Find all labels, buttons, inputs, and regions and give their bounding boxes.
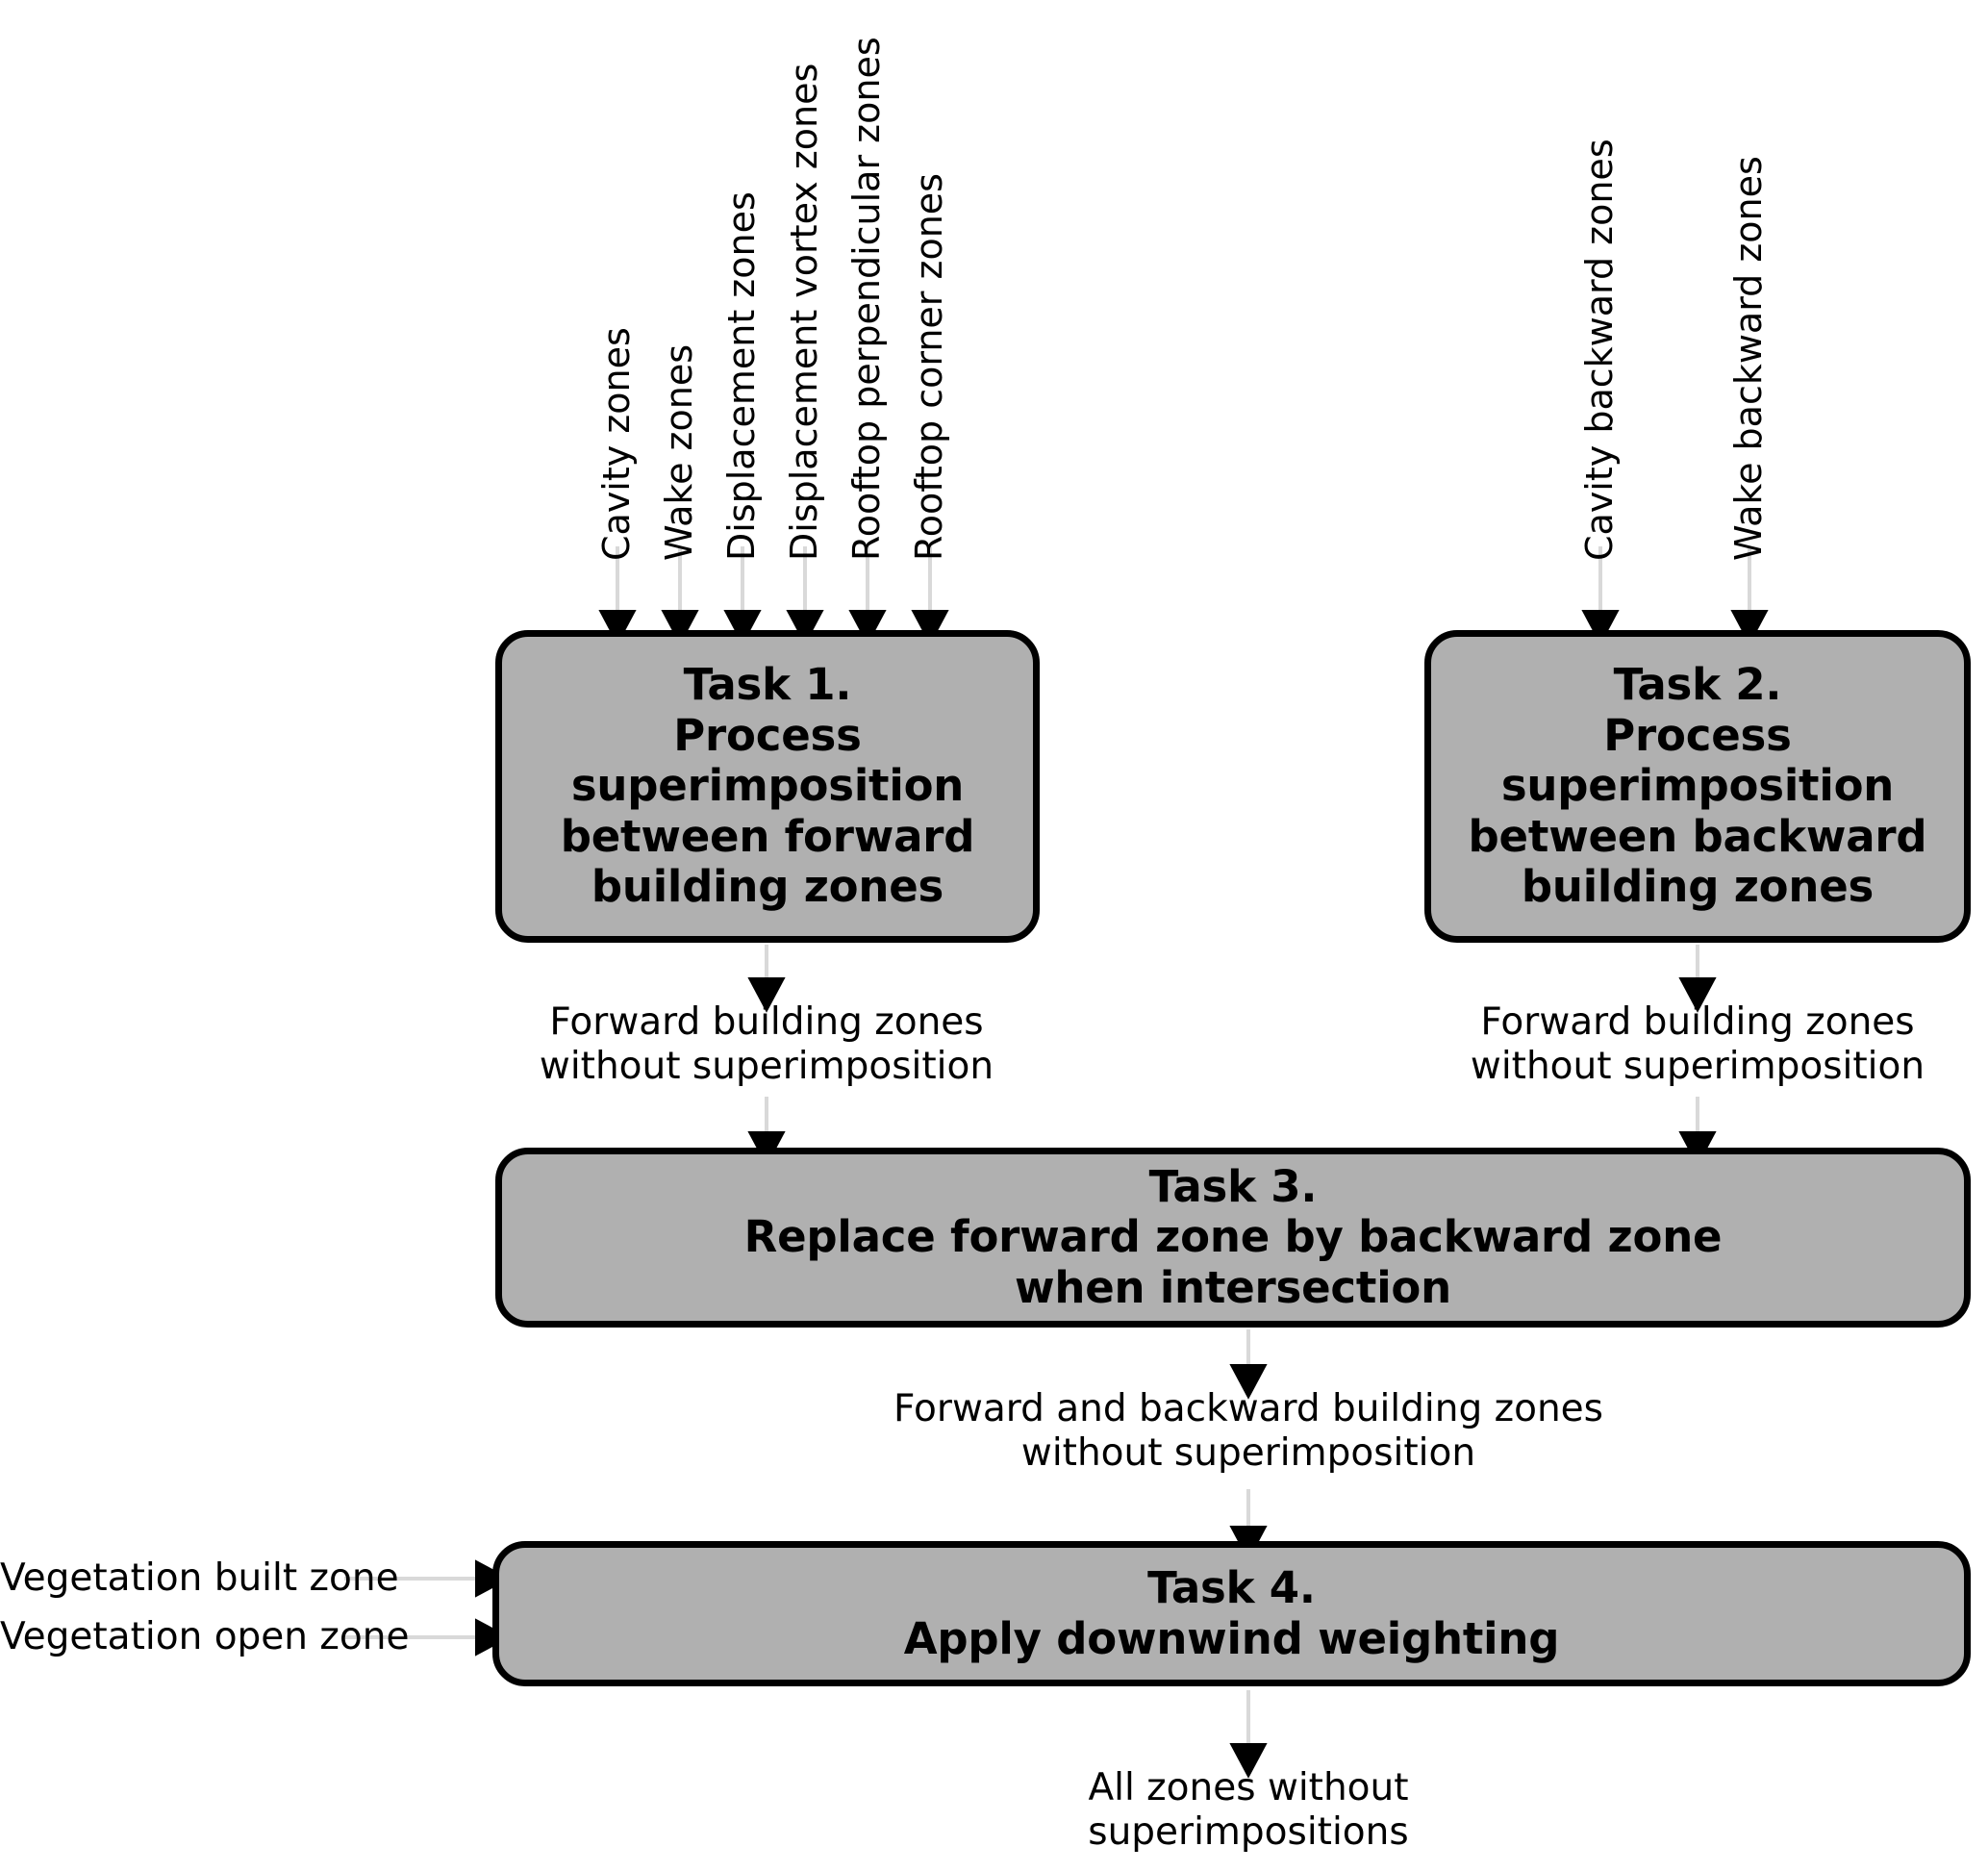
task-3-box[interactable]: Task 3. Replace forward zone by backward… [495, 1148, 1971, 1328]
input-label-displacement-zones: Displacement zones [720, 191, 763, 561]
task-2-label: Task 2. Process superimposition between … [1468, 658, 1927, 913]
caption-forward-building-zones-left: Forward building zones without superimpo… [539, 1000, 994, 1089]
input-label-displacement-vortex-zones: Displacement vortex zones [783, 63, 825, 561]
caption-forward-building-zones-right: Forward building zones without superimpo… [1470, 1000, 1925, 1089]
input-label-cavity-zones: Cavity zones [595, 327, 638, 561]
task-4-box[interactable]: Task 4. Apply downwind weighting [492, 1541, 1971, 1686]
input-label-vegetation-open-zone: Vegetation open zone [0, 1615, 410, 1658]
task-1-label: Task 1. Process superimposition between … [560, 658, 975, 913]
task-3-label: Task 3. Replace forward zone by backward… [743, 1160, 1723, 1313]
input-label-cavity-backward-zones: Cavity backward zones [1578, 139, 1621, 561]
task-1-box[interactable]: Task 1. Process superimposition between … [495, 630, 1040, 943]
caption-forward-and-backward-building-zones: Forward and backward building zones with… [893, 1387, 1603, 1476]
input-label-wake-backward-zones: Wake backward zones [1727, 156, 1770, 561]
task-4-label: Task 4. Apply downwind weighting [903, 1561, 1560, 1664]
input-label-rooftop-corner-zones: Rooftop corner zones [908, 173, 950, 561]
input-label-vegetation-built-zone: Vegetation built zone [0, 1556, 399, 1600]
caption-all-zones-without-superimpositions: All zones without superimpositions [1088, 1766, 1409, 1855]
input-label-wake-zones: Wake zones [658, 344, 700, 561]
input-label-rooftop-perpendicular-zones: Rooftop perpendicular zones [845, 37, 888, 561]
task-2-box[interactable]: Task 2. Process superimposition between … [1424, 630, 1971, 943]
